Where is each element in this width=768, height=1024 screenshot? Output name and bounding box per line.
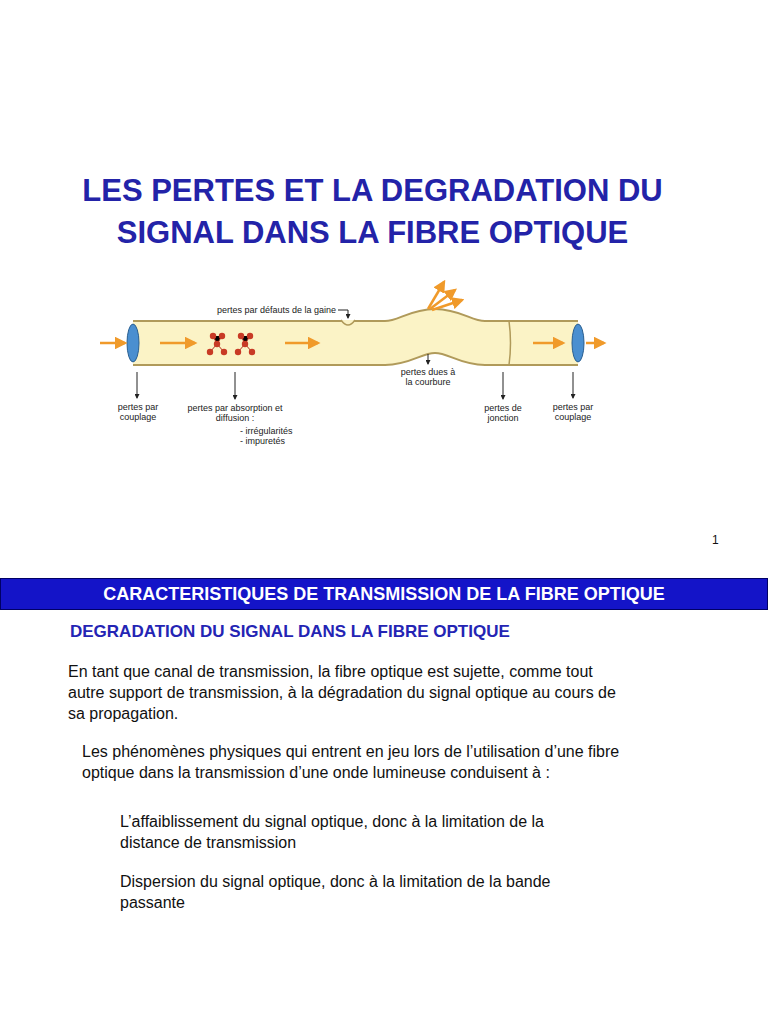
fiber-end <box>572 324 584 362</box>
loss-sublabel: - impuretés <box>240 436 320 446</box>
light-arrows <box>100 282 604 343</box>
loss-sublabel: - irrégularités <box>240 426 320 436</box>
page-number: 1 <box>712 530 732 551</box>
bullet-text: L’affaiblissement du signal optique, don… <box>120 811 590 853</box>
loss-label: pertes de jonction <box>476 403 530 423</box>
header-band: CARACTERISTIQUES DE TRANSMISSION DE LA F… <box>0 578 768 610</box>
slide-title: LES PERTES ET LA DEGRADATION DU SIGNAL D… <box>60 170 685 254</box>
loss-label: pertes par absorption et diffusion : <box>183 403 287 423</box>
loss-label: pertes par défauts de la gaine <box>178 305 336 315</box>
loss-label: pertes par couplage <box>551 402 595 422</box>
impurity-molecules <box>207 333 255 355</box>
fiber-end <box>127 324 139 362</box>
fiber-core <box>133 331 578 343</box>
leader-arrows <box>137 310 573 399</box>
loss-label: pertes par couplage <box>116 402 160 422</box>
section-subtitle: DEGRADATION DU SIGNAL DANS LA FIBRE OPTI… <box>70 622 630 642</box>
junction-line <box>509 321 511 365</box>
paragraph: Les phénomènes physiques qui entrent en … <box>82 741 634 783</box>
paragraph: En tant que canal de transmission, la fi… <box>68 661 616 724</box>
cladding-defect <box>341 320 355 325</box>
fiber-outline <box>133 331 578 343</box>
loss-label: pertes dues à la courbure <box>400 367 456 387</box>
bullet-text: Dispersion du signal optique, donc à la … <box>120 871 572 913</box>
header-text: CARACTERISTIQUES DE TRANSMISSION DE LA F… <box>103 583 664 605</box>
